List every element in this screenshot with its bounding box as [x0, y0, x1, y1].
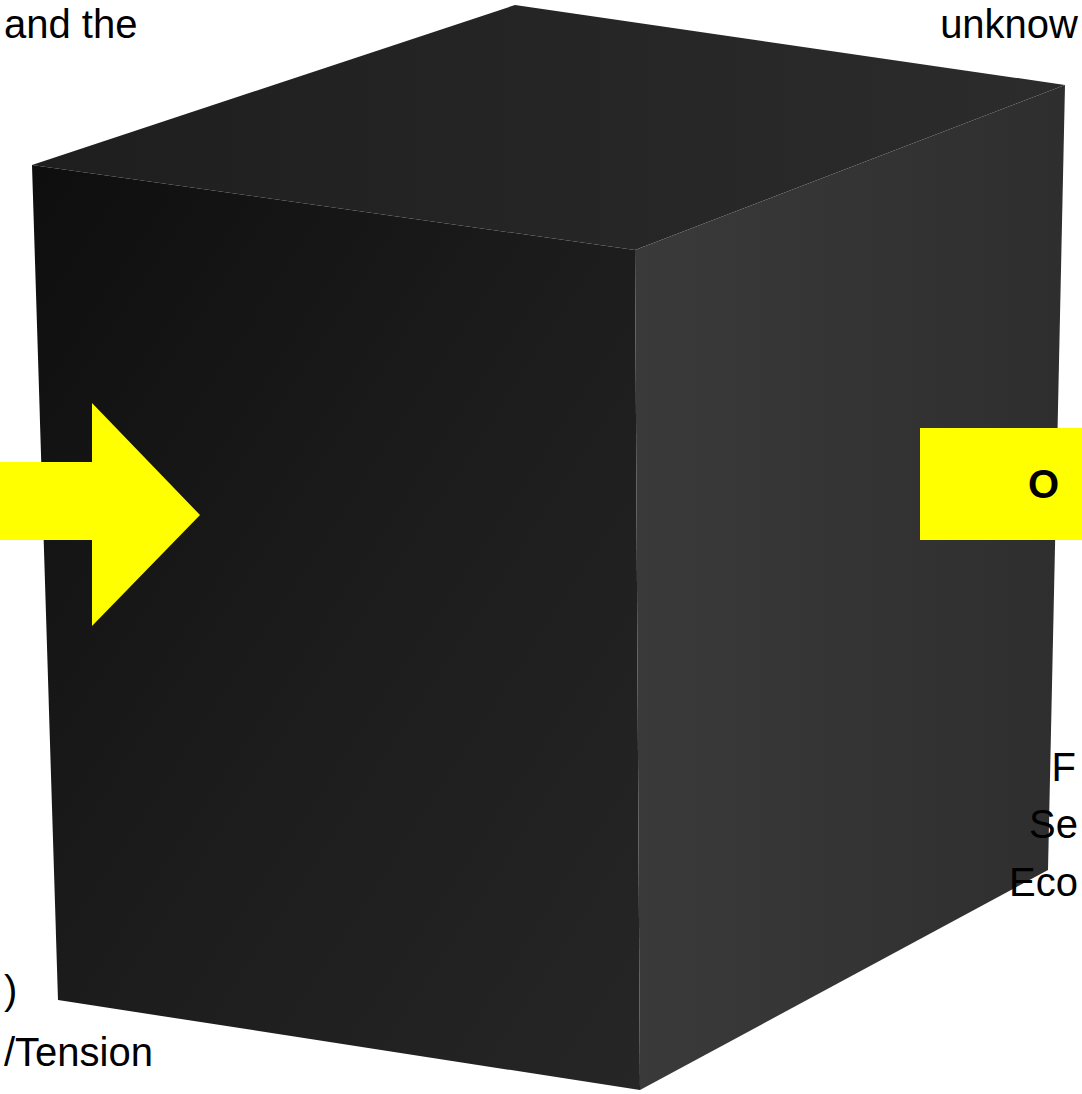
box-text: O [1028, 462, 1059, 506]
input-arrow [0, 403, 200, 626]
slide-text-fragment: unknow [940, 2, 1078, 46]
slide-text-fragment: /Tension [4, 1030, 153, 1074]
cube-right [635, 85, 1065, 1090]
cube-front [32, 165, 640, 1090]
slide-text-fragment: ) [4, 968, 17, 1012]
slide-text-fragment: F [1052, 745, 1076, 789]
slide-text-fragment: Eco [1009, 860, 1078, 904]
slide-text-fragment: and the [4, 2, 137, 46]
output-box: O [920, 428, 1082, 540]
slide-text-fragment: Se [1029, 802, 1078, 846]
